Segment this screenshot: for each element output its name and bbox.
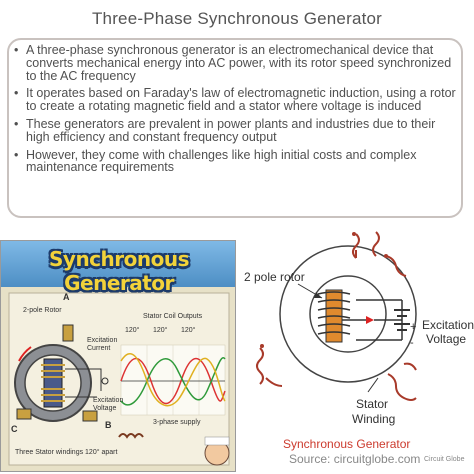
angle-label: 120° (153, 327, 168, 334)
windings-label: Three Stator windings 120° apart (15, 449, 118, 456)
voltage-label: Voltage (426, 332, 467, 346)
rotor-label: 2 pole rotor (244, 270, 305, 284)
excitation-label: Excitation (422, 318, 474, 332)
diagram-caption: Synchronous Generator (283, 437, 411, 451)
page-title: Three-Phase Synchronous Generator (91, 9, 383, 28)
bullet-item: However, they come with challenges like … (14, 148, 458, 175)
supply-label: 3-phase supply (153, 419, 201, 426)
stator-outputs-label: Stator Coil Outputs (143, 313, 203, 320)
stator-label: Stator (356, 397, 389, 411)
source-credit: Source: circuitglobe.com (289, 452, 421, 466)
generator-illustration: Synchronous Generator (0, 240, 236, 472)
minus-sign: - (410, 337, 414, 349)
pole-rotor-label: 2-pole Rotor (23, 307, 62, 314)
angle-label: 120° (181, 327, 196, 334)
illustration-title: Synchronous Generator (49, 247, 190, 295)
phase-b-label: B (105, 420, 112, 430)
angle-label: 120° (125, 327, 140, 334)
phase-a-label: A (63, 292, 70, 302)
excitation-voltage-label: Excitation Voltage (93, 397, 124, 412)
phase-c-label: C (11, 424, 18, 434)
bullet-list: A three-phase synchronous generator is a… (14, 44, 458, 179)
illustration-header (1, 241, 235, 287)
bullet-item: It operates based on Faraday's law of el… (14, 87, 458, 113)
excitation-current-label: Excitation Current (87, 337, 118, 352)
winding-label: Winding (352, 412, 396, 426)
plus-sign: + (410, 321, 417, 333)
generator-drawing (8, 292, 230, 466)
bullet-item: A three-phase synchronous generator is a… (14, 44, 458, 83)
watermark-text: Circuit Globe (424, 456, 465, 463)
rotor-stator-diagram (256, 231, 417, 401)
bullet-item: These generators are prevalent in power … (14, 118, 458, 144)
